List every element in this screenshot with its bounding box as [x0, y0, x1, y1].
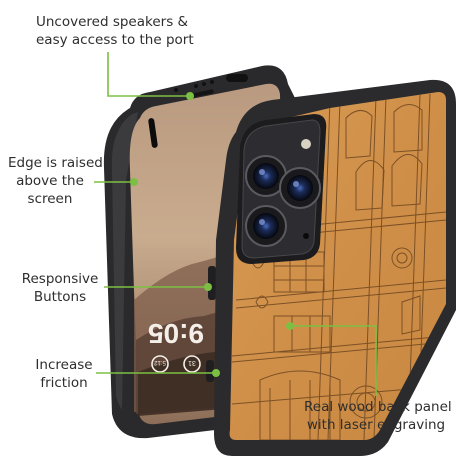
callout-line-speakers — [107, 52, 190, 97]
label-raised-edge: Edge is raised above the screen — [8, 154, 103, 208]
camera-lens-bottom — [245, 205, 287, 247]
callout-dot-friction — [212, 369, 220, 377]
label-line: easy access to the port — [36, 32, 194, 48]
camera-lens-right — [279, 167, 321, 209]
label-line: Real wood back panel — [304, 399, 452, 415]
label-line: with laser engraving — [306, 417, 446, 433]
label-line: Edge is raised — [8, 155, 103, 171]
callout-line-wood — [290, 325, 377, 396]
label-responsive-buttons: Responsive Buttons — [18, 270, 102, 306]
callout-dot-edge — [130, 178, 138, 186]
label-line: Buttons — [33, 289, 87, 305]
callout-dot-speakers — [186, 92, 194, 100]
back-phone — [214, 79, 456, 456]
label-line: friction — [40, 375, 88, 391]
label-line: above the — [16, 173, 84, 189]
camera-flash — [301, 139, 311, 149]
label-line: Uncovered speakers & — [36, 14, 189, 30]
lockscreen-badge-left: 31 — [188, 359, 196, 366]
callout-lines — [94, 52, 377, 396]
camera-lens-top — [245, 155, 287, 197]
callout-dot-buttons — [204, 283, 212, 291]
label-real-wood-panel: Real wood back panel with laser engravin… — [304, 398, 452, 434]
label-line: Responsive — [21, 271, 99, 287]
lockscreen-badge-right: 5:12 — [154, 359, 166, 365]
label-uncovered-speakers: Uncovered speakers & easy access to the … — [36, 13, 194, 49]
lockscreen-time: 9:05 — [148, 318, 204, 349]
label-increase-friction: Increase friction — [34, 356, 94, 392]
label-line: screen — [27, 191, 73, 207]
label-line: Increase — [35, 357, 93, 373]
callout-dot-wood — [286, 322, 294, 330]
